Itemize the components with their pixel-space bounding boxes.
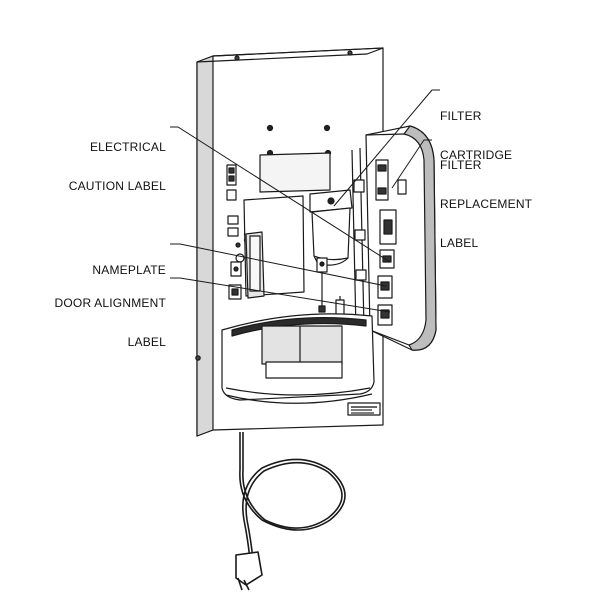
label-line: ELECTRICAL — [89, 140, 166, 154]
leader-lines — [170, 89, 440, 313]
label-line: LABEL — [440, 236, 479, 250]
drip-tray-cover — [221, 313, 375, 404]
label-line: DOOR ALIGNMENT — [54, 296, 166, 310]
label-line: CAUTION LABEL — [68, 179, 166, 193]
label-filter-replacement: FILTER REPLACEMENT LABEL — [440, 133, 532, 263]
tubing-column — [351, 147, 367, 331]
label-door-alignment: DOOR ALIGNMENT LABEL — [55, 271, 166, 362]
mounting-holes — [266, 124, 332, 157]
label-line: NAMEPLATE — [92, 263, 166, 277]
label-nameplate: NAMEPLATE — [92, 238, 166, 290]
electronics-box — [243, 195, 305, 299]
open-door — [365, 125, 437, 351]
label-line: LABEL — [127, 335, 166, 349]
label-electrical-caution: ELECTRICAL CAUTION LABEL — [69, 115, 166, 206]
label-line: REPLACEMENT — [440, 197, 533, 211]
label-line: CARTRIDGE — [440, 148, 513, 162]
power-cord — [235, 432, 346, 591]
filter-cartridge — [309, 189, 353, 319]
label-line: FILTER — [440, 109, 482, 123]
warning-placard — [347, 402, 381, 416]
label-line: FILTER — [440, 158, 482, 172]
label-filter-cartridge: FILTER CARTRIDGE — [440, 84, 512, 175]
